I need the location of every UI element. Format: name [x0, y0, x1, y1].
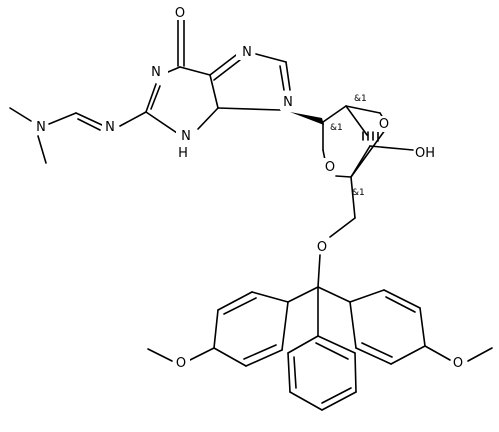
bridge-oxygen: O — [379, 117, 389, 132]
carbonyl-oxygen: O — [175, 6, 185, 21]
nh-hydrogen: H — [178, 146, 188, 161]
methoxy-oxygen-left: O — [176, 356, 186, 371]
stereo-label-c2: &1 — [354, 94, 367, 104]
nh-nitrogen: N — [181, 129, 191, 144]
imine-nitrogen: N — [105, 120, 115, 135]
hydroxyl-group: OH — [415, 146, 435, 161]
ring-oxygen: O — [325, 160, 335, 175]
n7-nitrogen: N — [242, 45, 252, 60]
stereo-label-c4: &1 — [352, 188, 365, 198]
ether-oxygen: O — [317, 240, 327, 255]
atom-labels: O N N N N H N N O O OH O O O — [32, 4, 467, 371]
n9-nitrogen: N — [283, 95, 293, 110]
stereo-labels: &1 &1 &1 — [330, 94, 367, 198]
bond-lines — [9, 19, 493, 411]
dimethylamino-nitrogen: N — [36, 120, 46, 135]
stereo-label-c1: &1 — [330, 123, 343, 133]
methoxy-oxygen-right: O — [453, 356, 463, 371]
n1-nitrogen: N — [151, 65, 161, 80]
